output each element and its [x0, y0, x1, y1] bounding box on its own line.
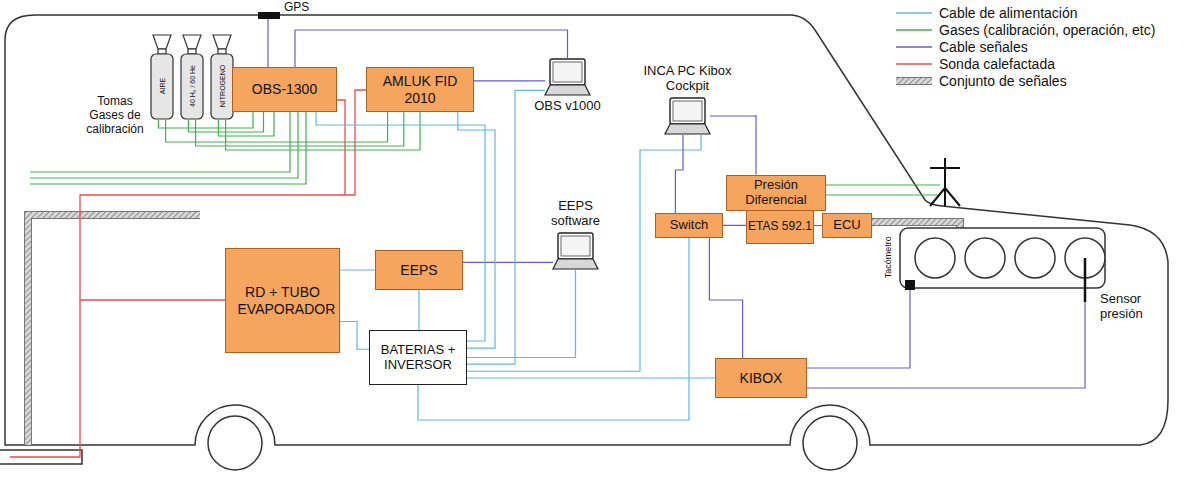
- legend-text: Sonda calefactada: [939, 56, 1055, 72]
- computer-label: EEPS software: [543, 199, 609, 229]
- legend-sample: [895, 24, 933, 36]
- connector: [814, 225, 822, 226]
- legend: Cable de alimentaciónGases (calibración,…: [895, 4, 1155, 89]
- instrument-box: EEPS: [375, 250, 463, 290]
- box-label: ETAS 592.1: [748, 220, 812, 234]
- gps-antenna: [258, 12, 280, 67]
- box-label: KIBOX: [740, 370, 783, 386]
- connector: [467, 377, 715, 379]
- box-label: BATERIAS + INVERSOR: [370, 343, 466, 373]
- sensor-label: Sensor presión: [1100, 292, 1162, 322]
- car-body: [0, 15, 1168, 470]
- laptop-outline: [545, 58, 590, 96]
- box-label: Switch: [670, 218, 708, 233]
- engine: [900, 228, 1105, 302]
- legend-sample: [895, 7, 933, 19]
- legend-sample: [895, 41, 933, 53]
- pitot-tripod: [930, 158, 960, 206]
- instrument-box: ETAS 592.1: [746, 210, 814, 244]
- legend-row: Sonda calefactada: [895, 55, 1155, 72]
- intake-label: Tomas Gases de calibración: [84, 95, 146, 136]
- laptop-outline: [553, 232, 598, 270]
- legend-row: Cable señales: [895, 38, 1155, 55]
- connector: [467, 135, 701, 371]
- instrument-box: AMLUK FID 2010: [366, 67, 474, 112]
- gas-label: 40 H₂ / 60 He: [189, 65, 196, 107]
- instrument-box: KIBOX: [715, 358, 807, 398]
- legend-sample: [895, 58, 933, 70]
- heated-probe-lines: [10, 90, 370, 457]
- connector: [458, 112, 495, 348]
- cylinder-outline: [150, 35, 174, 120]
- computer-label: OBS v1000: [532, 99, 603, 114]
- instrument-box: Switch: [655, 213, 723, 238]
- instrument-box: ECU: [822, 213, 872, 238]
- connector: [709, 238, 742, 358]
- connector: [474, 80, 545, 82]
- instrument-box: RD + TUBO EVAPORADOR: [225, 248, 340, 353]
- connector: [723, 225, 746, 226]
- gas-cylinder: AIRE: [150, 35, 174, 120]
- gas-cylinder: 40 H₂ / 60 He: [180, 35, 204, 120]
- computer-label: INCA PC Kibox Cockpit: [640, 64, 736, 94]
- connector: [226, 112, 420, 150]
- legend-row: Conjunto de señales: [895, 72, 1155, 89]
- sensor-label: Tacómetro: [883, 231, 893, 283]
- sensor-wires: [807, 290, 1085, 388]
- antenna-label: GPS: [284, 1, 309, 15]
- signal-bundle: [28, 215, 960, 445]
- connector: [316, 112, 485, 341]
- connector: [340, 322, 369, 350]
- connector: [418, 290, 419, 330]
- connector: [340, 269, 375, 270]
- box-label: AMLUK FID 2010: [367, 73, 473, 105]
- box-label: ECU: [833, 218, 860, 233]
- legend-text: Cable de alimentación: [939, 5, 1078, 21]
- legend-text: Cable señales: [939, 39, 1028, 55]
- laptop-computer: INCA PC Kibox Cockpit: [665, 97, 710, 135]
- box-label: Presión Diferencial: [727, 178, 825, 208]
- legend-text: Conjunto de señales: [939, 73, 1067, 89]
- box-label: EEPS: [400, 262, 437, 278]
- gas-label: AIRE: [159, 78, 166, 94]
- legend-text: Gases (calibración, operación, etc): [939, 22, 1155, 38]
- gas-cylinder: NITROGENO: [210, 35, 234, 120]
- laptop-outline: [665, 97, 710, 135]
- connector: [463, 261, 553, 263]
- instrument-box: OBS-1300: [232, 67, 337, 112]
- legend-sample: [895, 75, 933, 87]
- box-label: RD + TUBO EVAPORADOR: [238, 284, 328, 316]
- battery-box: BATERIAS + INVERSOR: [369, 330, 467, 385]
- connector: [467, 90, 545, 364]
- laptop-computer: OBS v1000: [545, 58, 590, 96]
- connector: [710, 115, 756, 175]
- connector: [295, 30, 568, 67]
- box-label: OBS-1300: [252, 81, 317, 97]
- legend-row: Gases (calibración, operación, etc): [895, 21, 1155, 38]
- instrument-box: Presión Diferencial: [726, 175, 826, 211]
- legend-row: Cable de alimentación: [895, 4, 1155, 21]
- laptop-computer: EEPS software: [553, 232, 598, 270]
- gas-label: NITROGENO: [219, 65, 226, 107]
- connectors: [158, 30, 822, 420]
- connector: [675, 135, 683, 213]
- connector: [467, 270, 576, 358]
